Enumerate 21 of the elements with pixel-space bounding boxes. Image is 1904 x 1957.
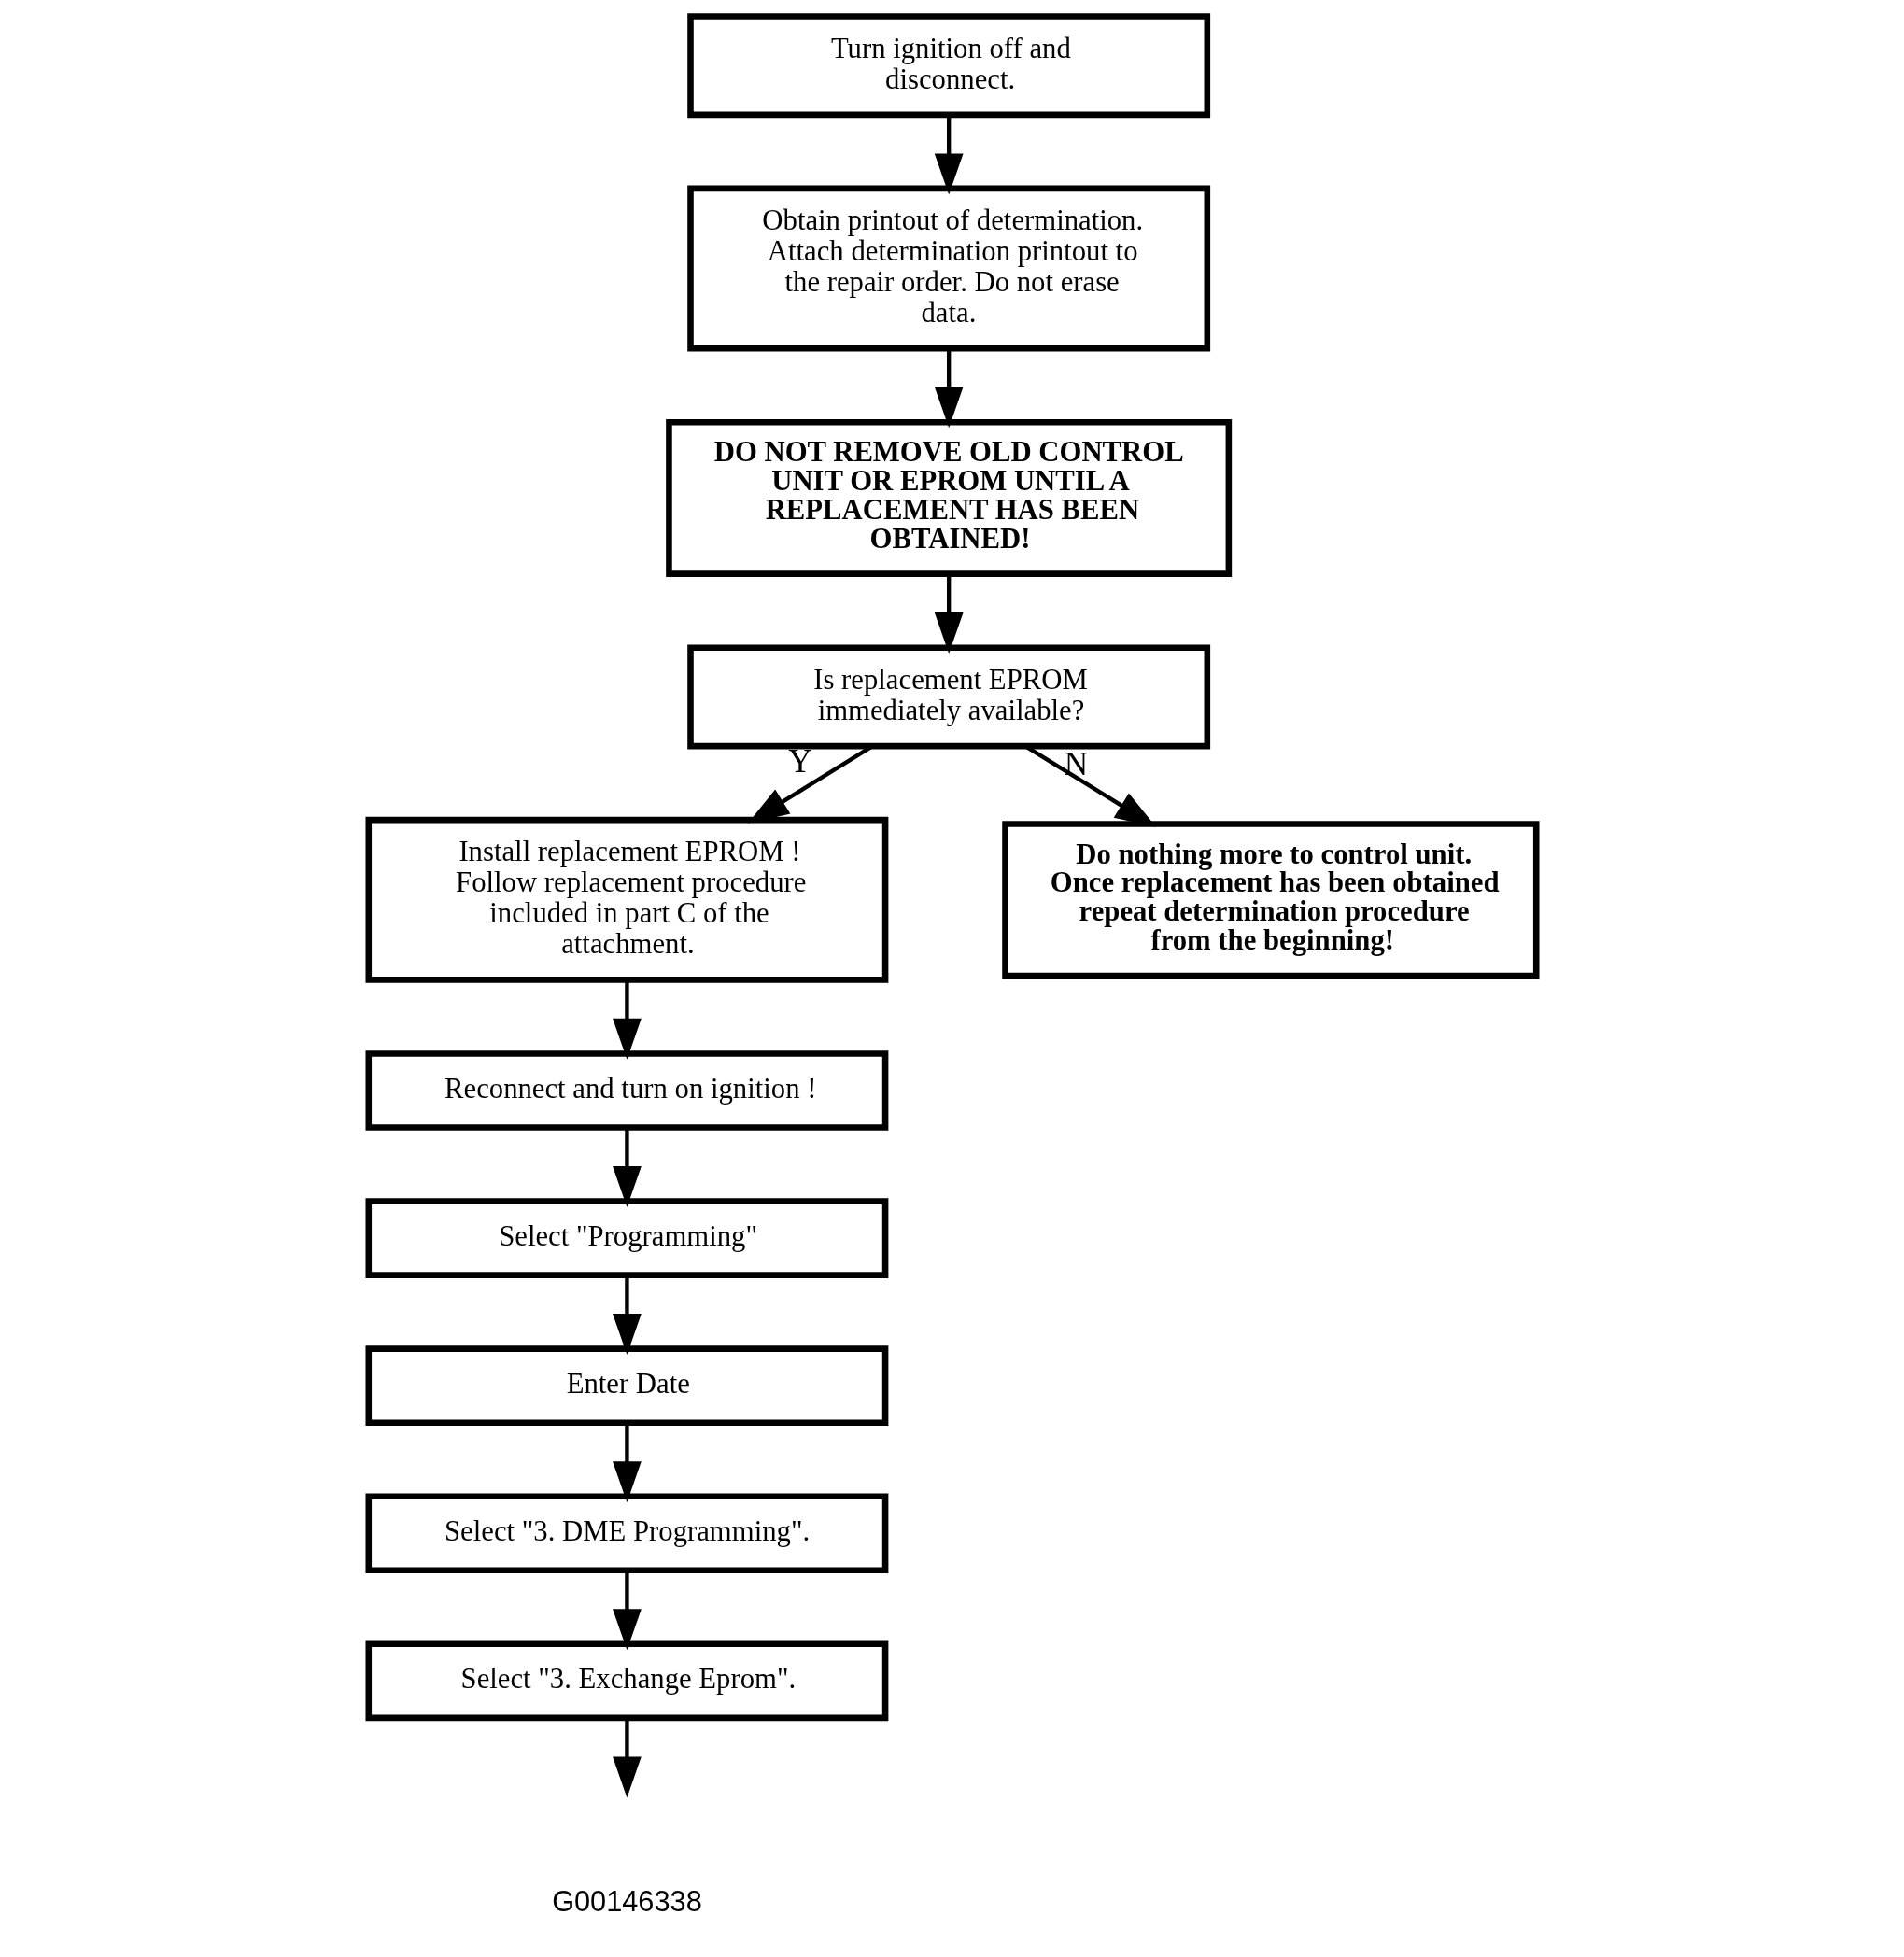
node-box: Select "3. DME Programming". (365, 1493, 888, 1574)
node-box: Install replacement EPROM ! Follow replacement procedure included in part C of the attachment. (365, 816, 888, 983)
arrow (612, 1423, 642, 1503)
node-box: Enter Date (365, 1345, 888, 1426)
arrow (934, 115, 964, 195)
arrow (612, 1570, 642, 1651)
node-box: Do nothing more to control unit. Once replacement has been obtained repeat determination procedure from the beginning! (1001, 821, 1539, 979)
label: G00146338 (551, 1885, 702, 1919)
arrow (612, 1128, 642, 1207)
node-box: Select "3. Exchange Eprom". (365, 1640, 888, 1722)
arrow (934, 348, 964, 429)
node-box: Turn ignition off and disconnect. (686, 13, 1210, 119)
node-box: Is replacement EPROM immediately available? (686, 644, 1210, 750)
node-box: Obtain printout of determination. Attach determination printout to the repair order. Do not erase data. (686, 185, 1210, 352)
arrow (612, 1275, 642, 1356)
node-box: Select "Programming" (365, 1198, 888, 1278)
node-box: DO NOT REMOVE OLD CONTROL UNIT OR EPROM UNTIL A REPLACEMENT HAS BEEN OBTAINED! (665, 418, 1232, 577)
arrow (934, 574, 964, 654)
arrow (612, 979, 642, 1060)
node-box: Reconnect and turn on ignition ! (365, 1050, 888, 1131)
arrow (612, 1718, 642, 1798)
